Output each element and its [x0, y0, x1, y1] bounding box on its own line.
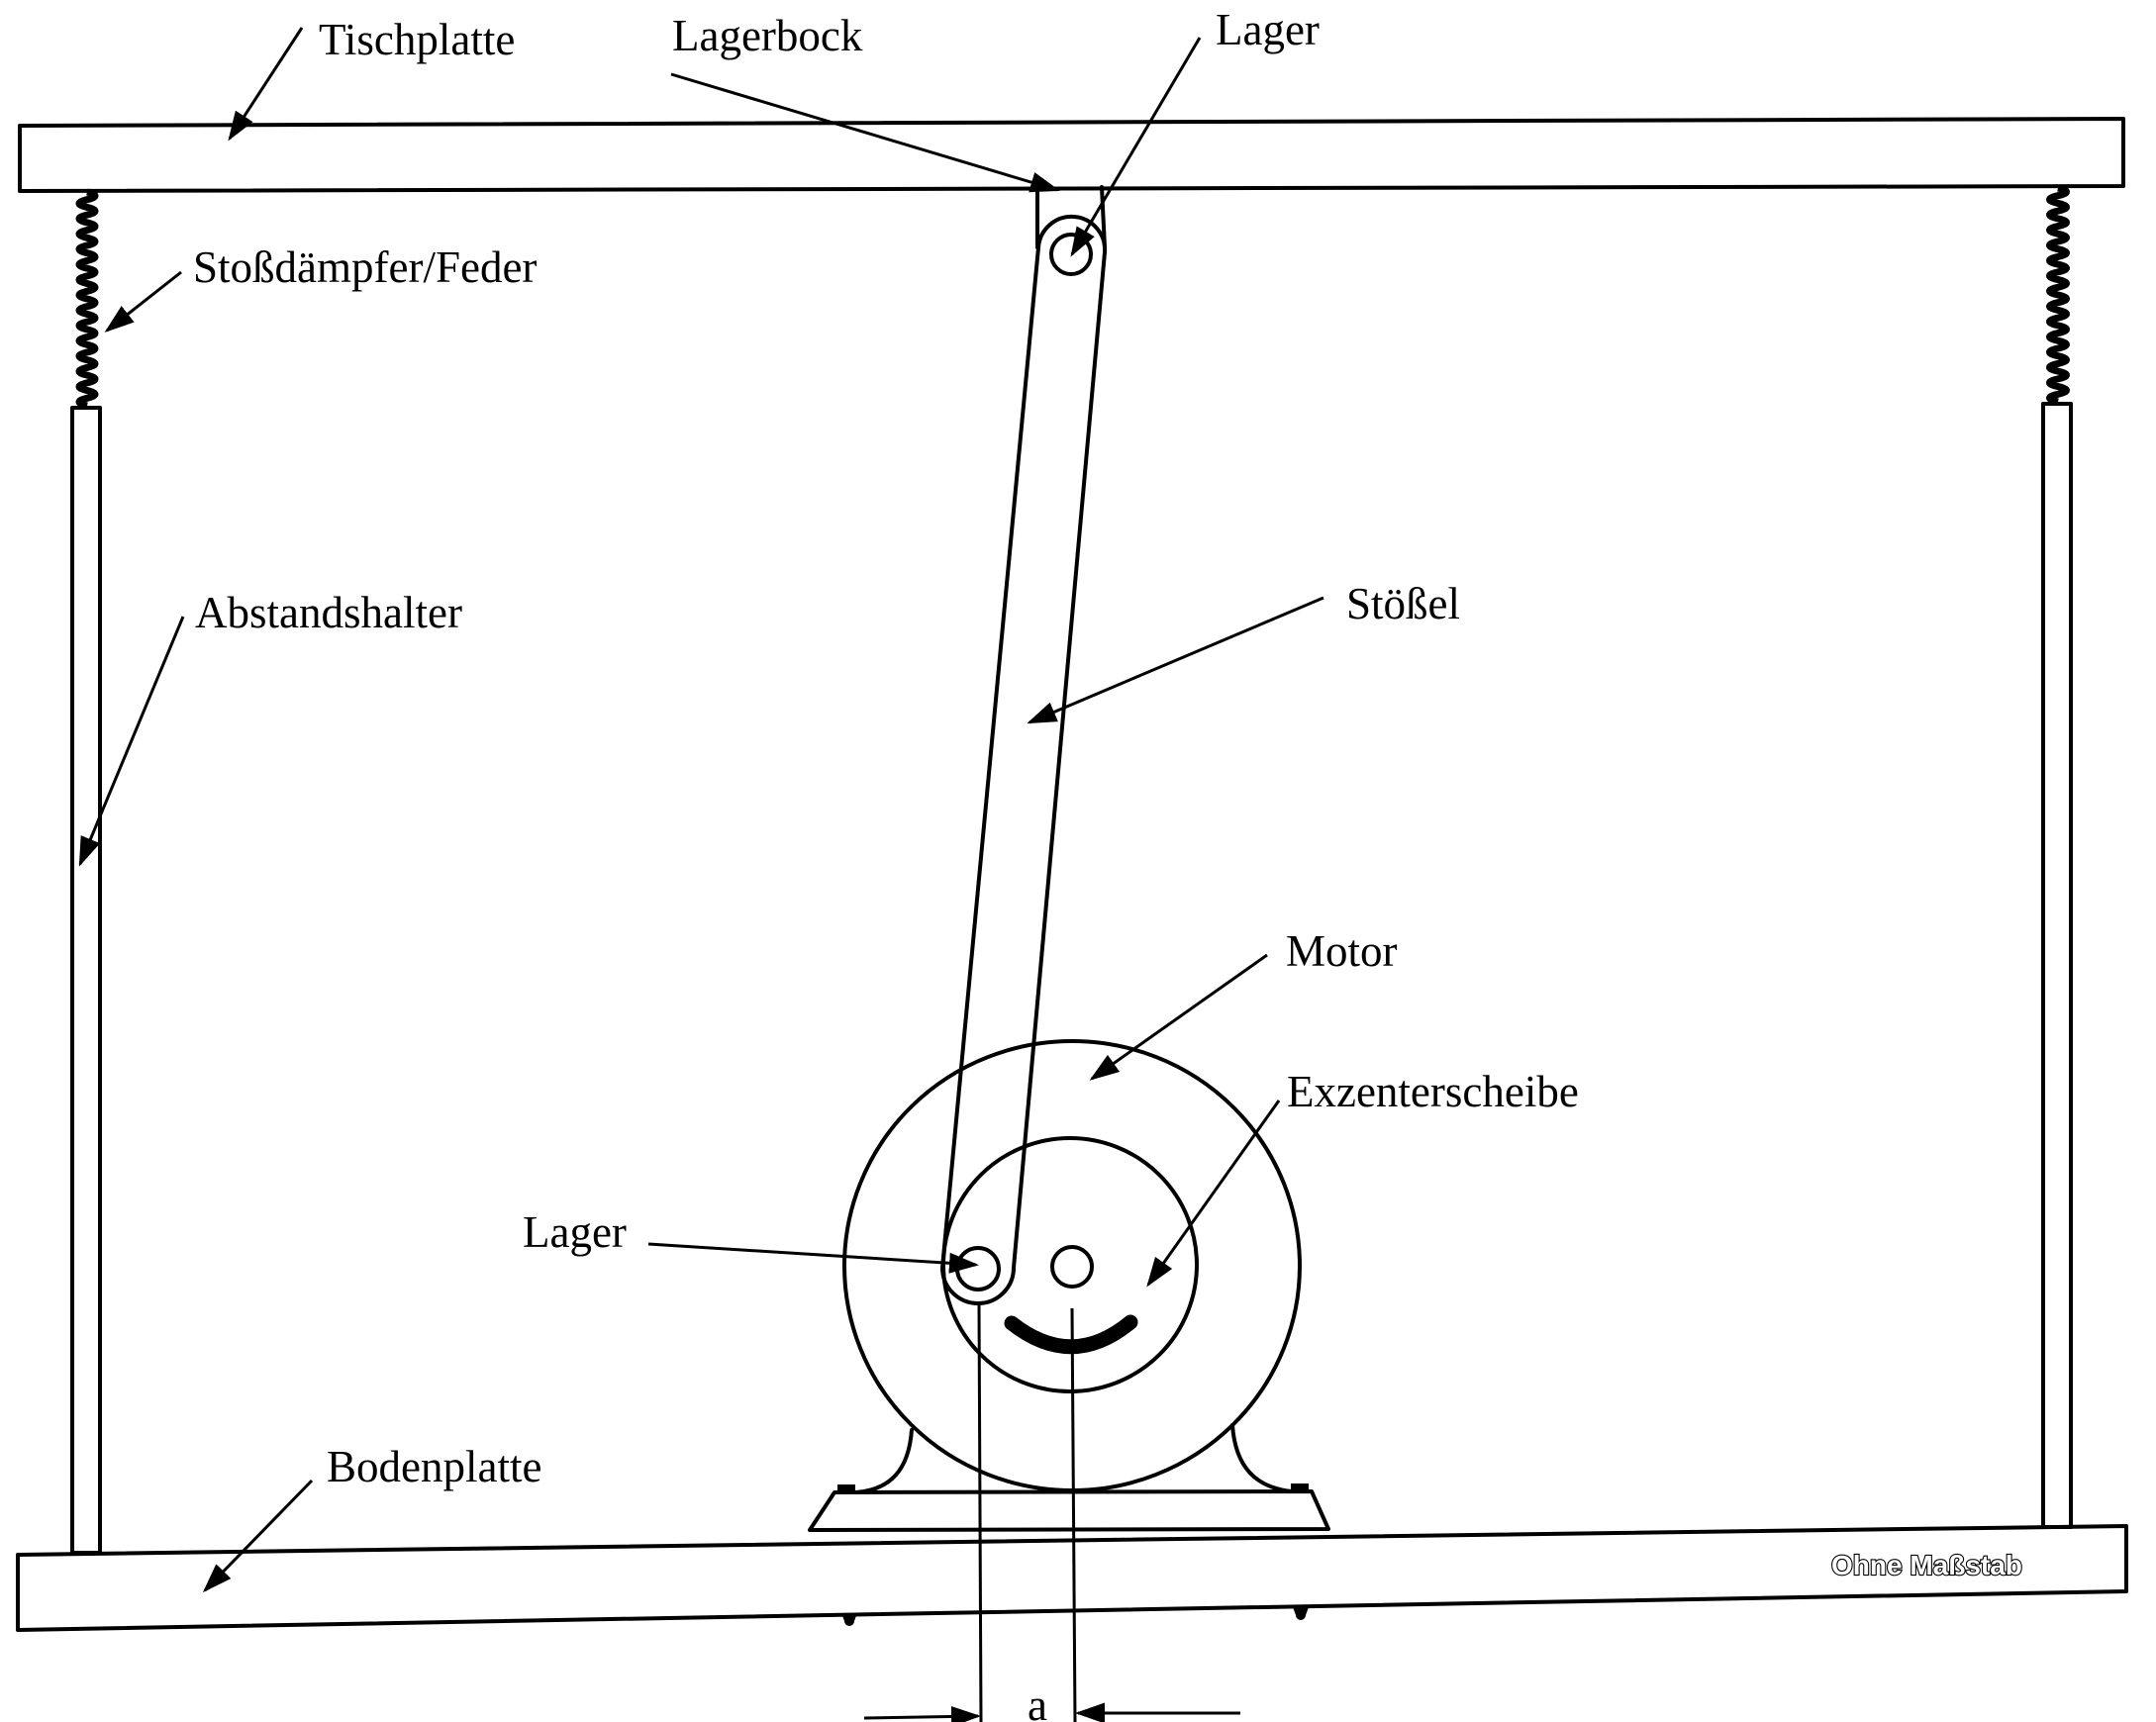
tischplatte: [18, 117, 2125, 193]
motor-shaft: [1050, 1245, 1094, 1289]
left-spacer: [70, 406, 102, 1555]
left-spring: [75, 188, 99, 410]
arrow-tischplatte: [228, 27, 304, 142]
arrow-lagerbock: [670, 72, 1060, 193]
stoessel-rod: [940, 214, 1108, 1305]
label-stoessel: Stößel: [1346, 579, 1460, 628]
right-spacer: [2041, 402, 2073, 1529]
label-exzenterscheibe: Exzenterscheibe: [1287, 1067, 1579, 1116]
bodenplatte: [16, 1524, 2128, 1632]
label-abstandshalter: Abstandshalter: [195, 588, 462, 637]
label-stossdaempfer: Stoßdämpfer/Feder: [193, 242, 537, 292]
bolt-right: [1293, 1607, 1309, 1620]
label-lager-top: Lager: [1216, 5, 1320, 54]
dimension-line-bearing: [977, 1303, 983, 1722]
right-spring: [2046, 184, 2070, 406]
label-bodenplatte: Bodenplatte: [327, 1442, 541, 1491]
arrow-stossdaempfer: [104, 270, 182, 333]
arrow-motor: [1089, 953, 1268, 1081]
arrow-abstandshalter: [78, 616, 185, 867]
dimension-label-a: a: [1028, 1680, 1047, 1722]
label-lager-bottom: Lager: [523, 1207, 627, 1257]
dimension-line-shaft: [1070, 1307, 1077, 1722]
lower-bearing: [955, 1246, 1001, 1292]
arrow-stoessel: [1027, 596, 1324, 724]
label-motor: Motor: [1286, 926, 1398, 976]
arrow-exzenterscheibe: [1146, 1100, 1281, 1288]
arrow-lager-top: [1070, 37, 1202, 257]
upper-bearing: [1049, 233, 1093, 276]
dimension-arrow-left: [863, 1705, 981, 1722]
arrow-lager-bottom: [647, 1242, 979, 1274]
label-tischplatte: Tischplatte: [319, 15, 515, 64]
arrow-bodenplatte: [202, 1479, 314, 1593]
scale-note: Ohne Maßstab: [1831, 1550, 2022, 1580]
label-lagerbock: Lagerbock: [672, 11, 863, 60]
motor-base: [808, 1423, 1330, 1532]
bolt-left: [841, 1613, 857, 1626]
